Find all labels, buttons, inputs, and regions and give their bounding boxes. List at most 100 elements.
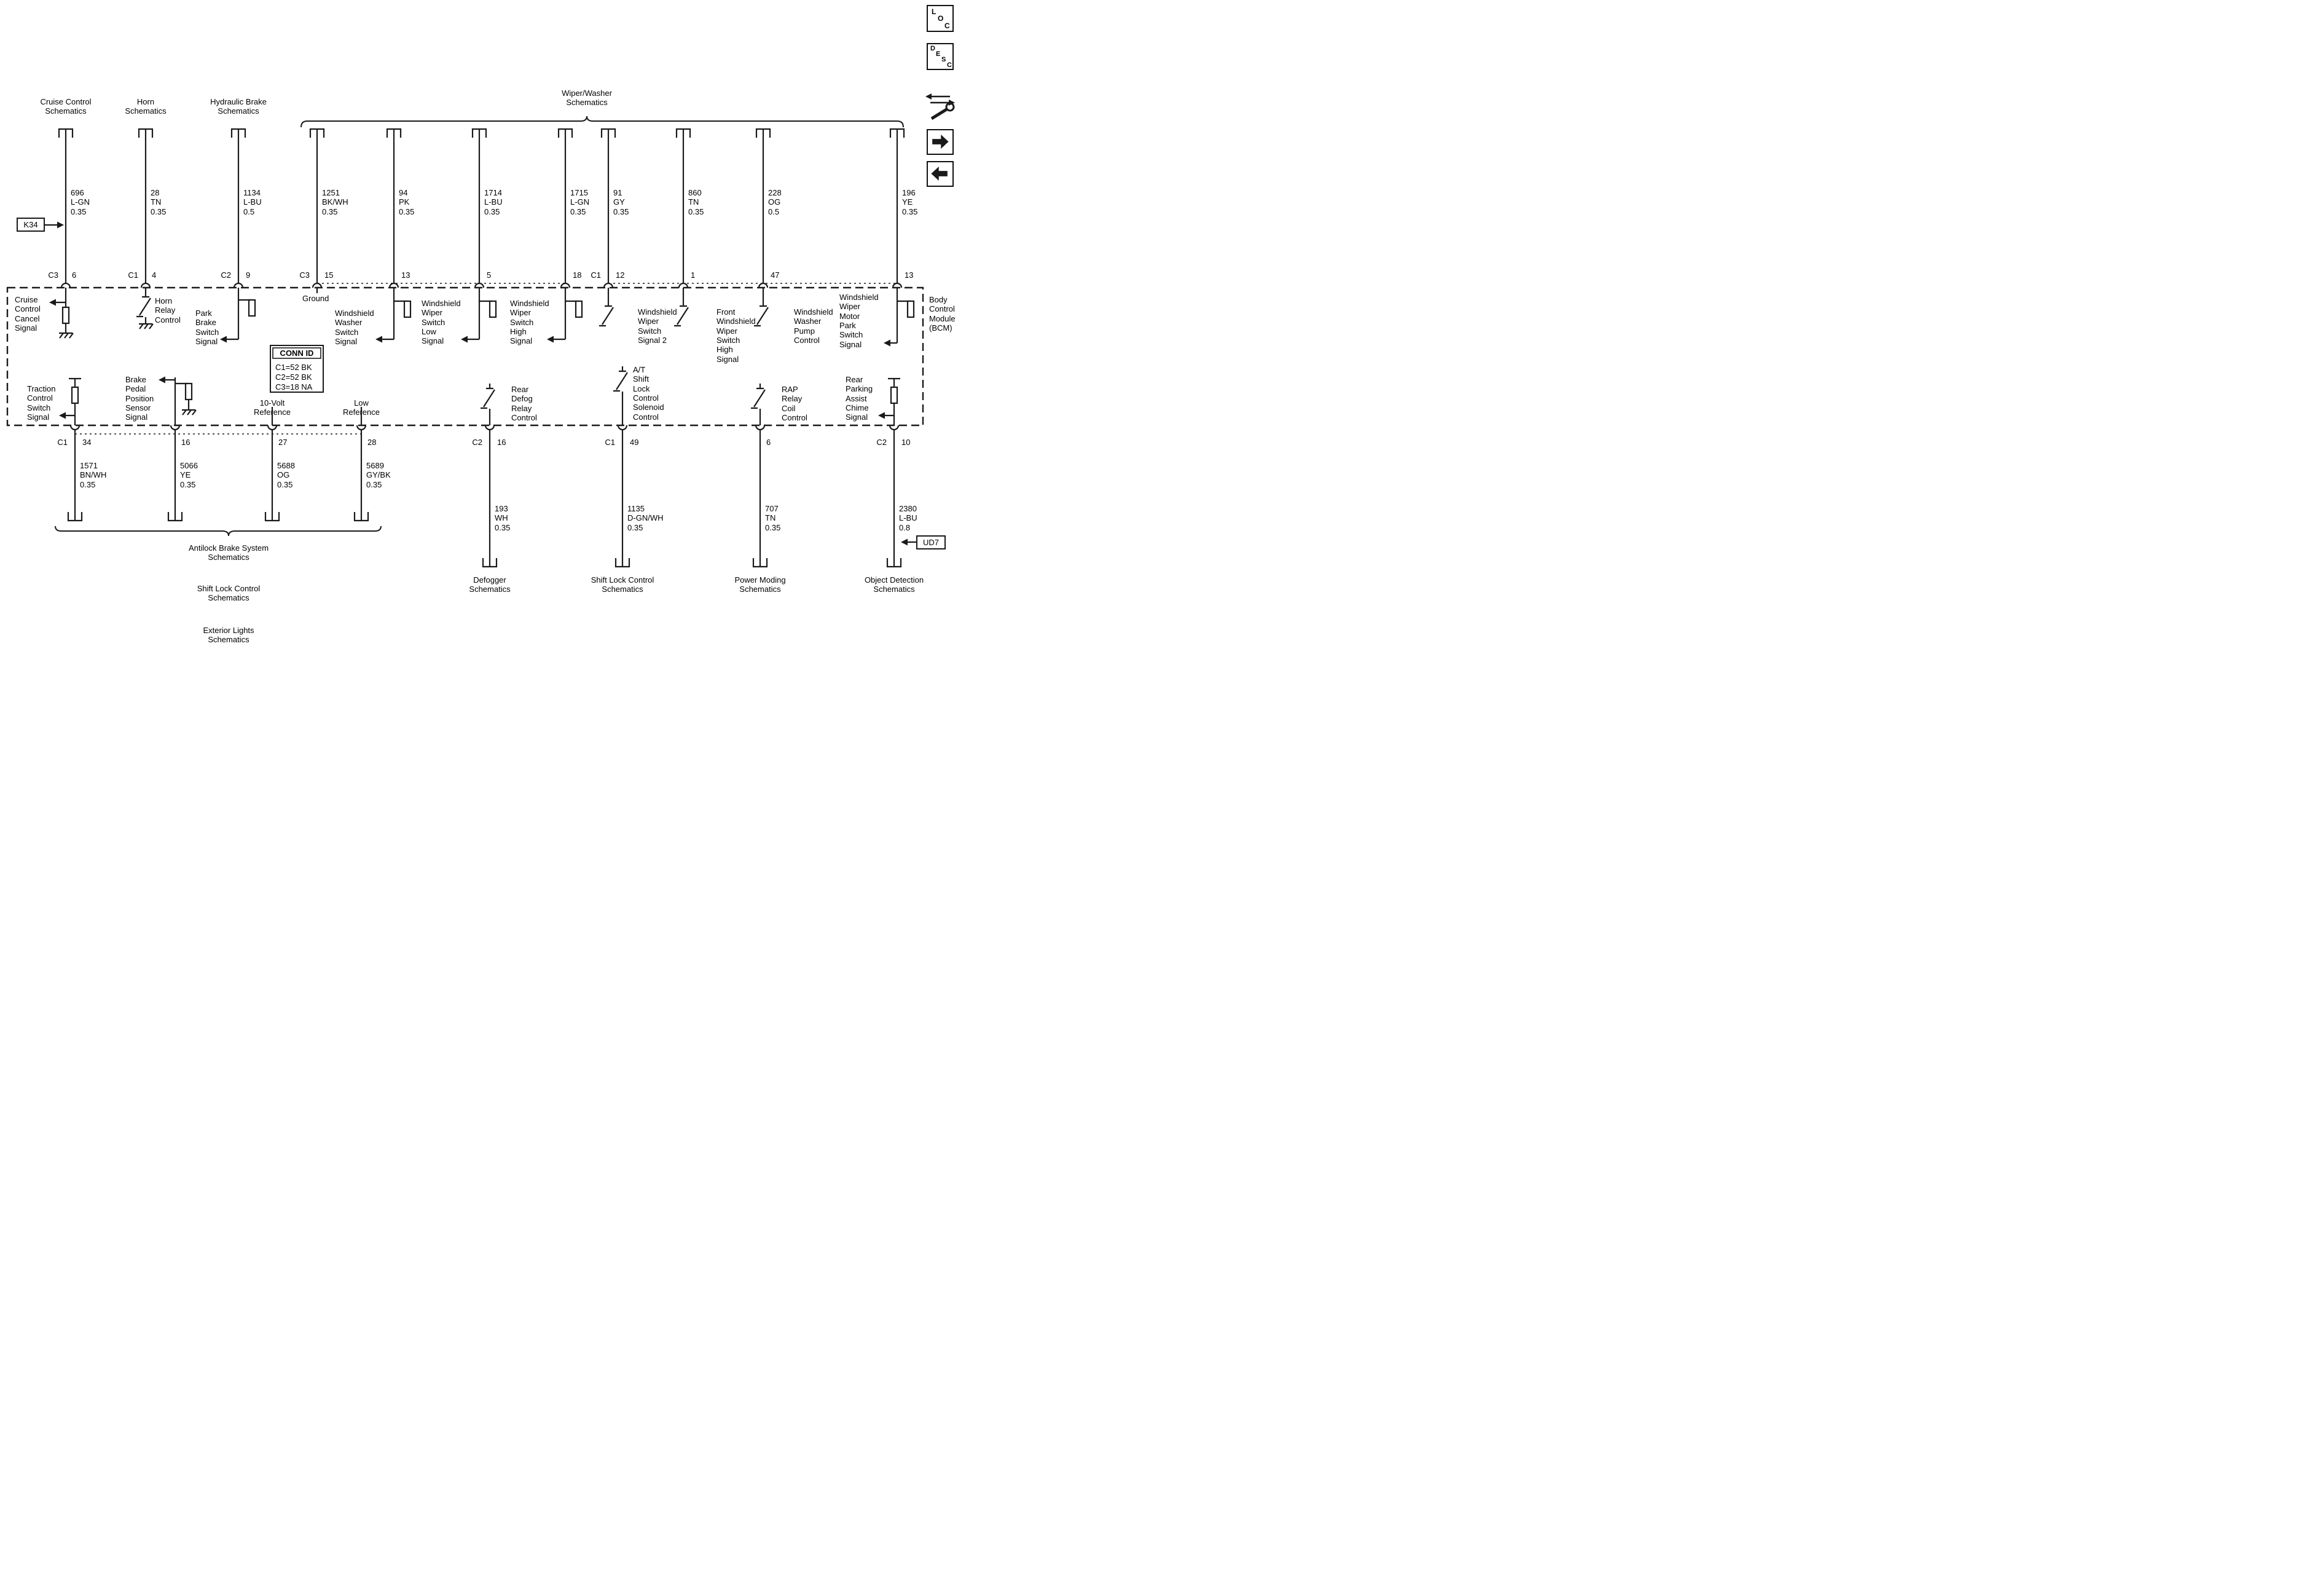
connector-label: C1 <box>128 270 138 280</box>
desc-letter: S <box>941 56 946 63</box>
wire-label: 1715 L-GN 0.35 <box>570 188 590 216</box>
signal-label: Windshield Wiper Motor Park Switch Signa… <box>839 293 879 349</box>
signal-label: Windshield Wiper Switch Low Signal <box>422 299 461 346</box>
connector-label: C1 <box>591 270 601 280</box>
conn-id-title: CONN ID <box>280 348 314 358</box>
pin-label: 13 <box>905 270 914 280</box>
pin-label: 18 <box>573 270 582 280</box>
back-arrow-icon <box>931 167 948 181</box>
signal-label: Windshield Washer Switch Signal <box>335 309 374 346</box>
signal-label: Ground <box>302 294 329 303</box>
pin-label: 28 <box>367 438 377 447</box>
desc-letter: D <box>930 45 935 52</box>
wires-layer <box>6 116 946 568</box>
back-arrow-button[interactable] <box>927 161 954 187</box>
loc-button[interactable]: L O C <box>927 5 954 32</box>
wire-label: 860 TN 0.35 <box>688 188 704 216</box>
ref-shift-lock: Shift Lock Control Schematics <box>591 575 654 594</box>
ref-wiper-washer: Wiper/Washer Schematics <box>562 89 612 108</box>
wiper-washer-brace <box>300 116 904 128</box>
signal-label: A/T Shift Lock Control Solenoid Control <box>633 365 664 422</box>
connector-label: C2 <box>472 438 482 447</box>
connector-label: C3 <box>299 270 310 280</box>
signal-label: RAP Relay Coil Control <box>782 385 807 422</box>
connector-label: C1 <box>605 438 615 447</box>
abs-brace <box>55 526 382 537</box>
connector-label: C3 <box>48 270 58 280</box>
loc-letter: C <box>944 22 950 30</box>
desc-button[interactable]: D E S C <box>927 43 954 70</box>
signal-label: Brake Pedal Position Sensor Signal <box>125 375 154 422</box>
conn-id-box <box>270 345 324 393</box>
bcm-dashed-box <box>6 286 924 427</box>
connector-label: C2 <box>221 270 231 280</box>
pin-label: 34 <box>82 438 92 447</box>
pin-label: 6 <box>766 438 771 447</box>
callout-k34: K34 <box>23 220 38 229</box>
pin-label: 12 <box>616 270 625 280</box>
forward-arrow-icon <box>932 135 949 149</box>
wire-label: 196 YE 0.35 <box>902 188 918 216</box>
wire-label: 1714 L-BU 0.35 <box>484 188 503 216</box>
signal-label: Park Brake Switch Signal <box>195 309 219 346</box>
wire-label: 1251 BK/WH 0.35 <box>322 188 348 216</box>
pin-label: 16 <box>181 438 190 447</box>
signal-label: Traction Control Switch Signal <box>27 384 56 422</box>
loc-letter: O <box>938 14 944 23</box>
wire-label: 91 GY 0.35 <box>613 188 629 216</box>
wire-label: 5688 OG 0.35 <box>277 461 295 489</box>
conn-id-row: C3=18 NA <box>275 382 313 392</box>
pin-label: 6 <box>72 270 77 280</box>
pin-label: 13 <box>401 270 410 280</box>
signal-label: Rear Parking Assist Chime Signal <box>846 375 873 422</box>
ref-cruise-control: Cruise Control Schematics <box>40 97 92 116</box>
pin-label: 4 <box>152 270 157 280</box>
signal-label: Front Windshield Wiper Switch High Signa… <box>716 307 756 364</box>
ref-defogger: Defogger Schematics <box>469 575 511 594</box>
callout-ud7: UD7 <box>922 538 940 547</box>
ref-power-moding: Power Moding Schematics <box>734 575 786 594</box>
signal-label: Windshield Washer Pump Control <box>794 307 833 345</box>
ref-shift-lock-group: Shift Lock Control Schematics <box>197 584 261 603</box>
desc-letter: E <box>936 50 941 58</box>
wire-label: 5066 YE 0.35 <box>180 461 198 489</box>
ref-horn: Horn Schematics <box>125 97 167 116</box>
wiring-diagram-svg <box>6 116 946 568</box>
service-info-icon[interactable] <box>923 89 957 124</box>
pin-label: 27 <box>278 438 288 447</box>
pin-label: 49 <box>630 438 639 447</box>
wire-label: 707 TN 0.35 <box>765 504 781 532</box>
pin-label: 5 <box>487 270 492 280</box>
wire-label: 1134 L-BU 0.5 <box>243 188 262 216</box>
wire-label: 5689 GY/BK 0.35 <box>366 461 391 489</box>
connector-label: C2 <box>876 438 887 447</box>
wire-label: 94 PK 0.35 <box>399 188 415 216</box>
forward-arrow-button[interactable] <box>927 129 954 155</box>
desc-letter: C <box>947 61 952 69</box>
wire-label: 193 WH 0.35 <box>495 504 511 532</box>
pin-label: 15 <box>324 270 334 280</box>
conn-id-title-box <box>272 347 321 359</box>
wire-label: 1571 BN/WH 0.35 <box>80 461 107 489</box>
loc-letter: L <box>932 7 936 16</box>
signal-label: Windshield Wiper Switch High Signal <box>510 299 549 346</box>
signal-label: Low Reference <box>343 398 380 417</box>
signal-label: 10-Volt Reference <box>254 398 291 417</box>
conn-id-row: C1=52 BK <box>275 363 312 372</box>
schematic-page: Cruise Control Schematics Horn Schematic… <box>0 0 968 671</box>
wire-label: 228 OG 0.5 <box>768 188 782 216</box>
pin-label: 16 <box>497 438 506 447</box>
wire-label: 696 L-GN 0.35 <box>71 188 90 216</box>
ref-antilock-brake: Antilock Brake System Schematics <box>188 543 269 562</box>
ref-hydraulic-brake: Hydraulic Brake Schematics <box>210 97 267 116</box>
ref-exterior-lights: Exterior Lights Schematics <box>203 626 254 645</box>
wire-label: 1135 D-GN/WH 0.35 <box>627 504 664 532</box>
pin-label: 9 <box>246 270 251 280</box>
signal-label: Horn Relay Control <box>155 296 181 325</box>
pin-label: 10 <box>901 438 911 447</box>
wire-label: 28 TN 0.35 <box>151 188 167 216</box>
signal-label: Cruise Control Cancel Signal <box>15 295 41 333</box>
connector-label: C1 <box>57 438 68 447</box>
conn-id-row: C2=52 BK <box>275 372 312 382</box>
pin-label: 47 <box>771 270 780 280</box>
